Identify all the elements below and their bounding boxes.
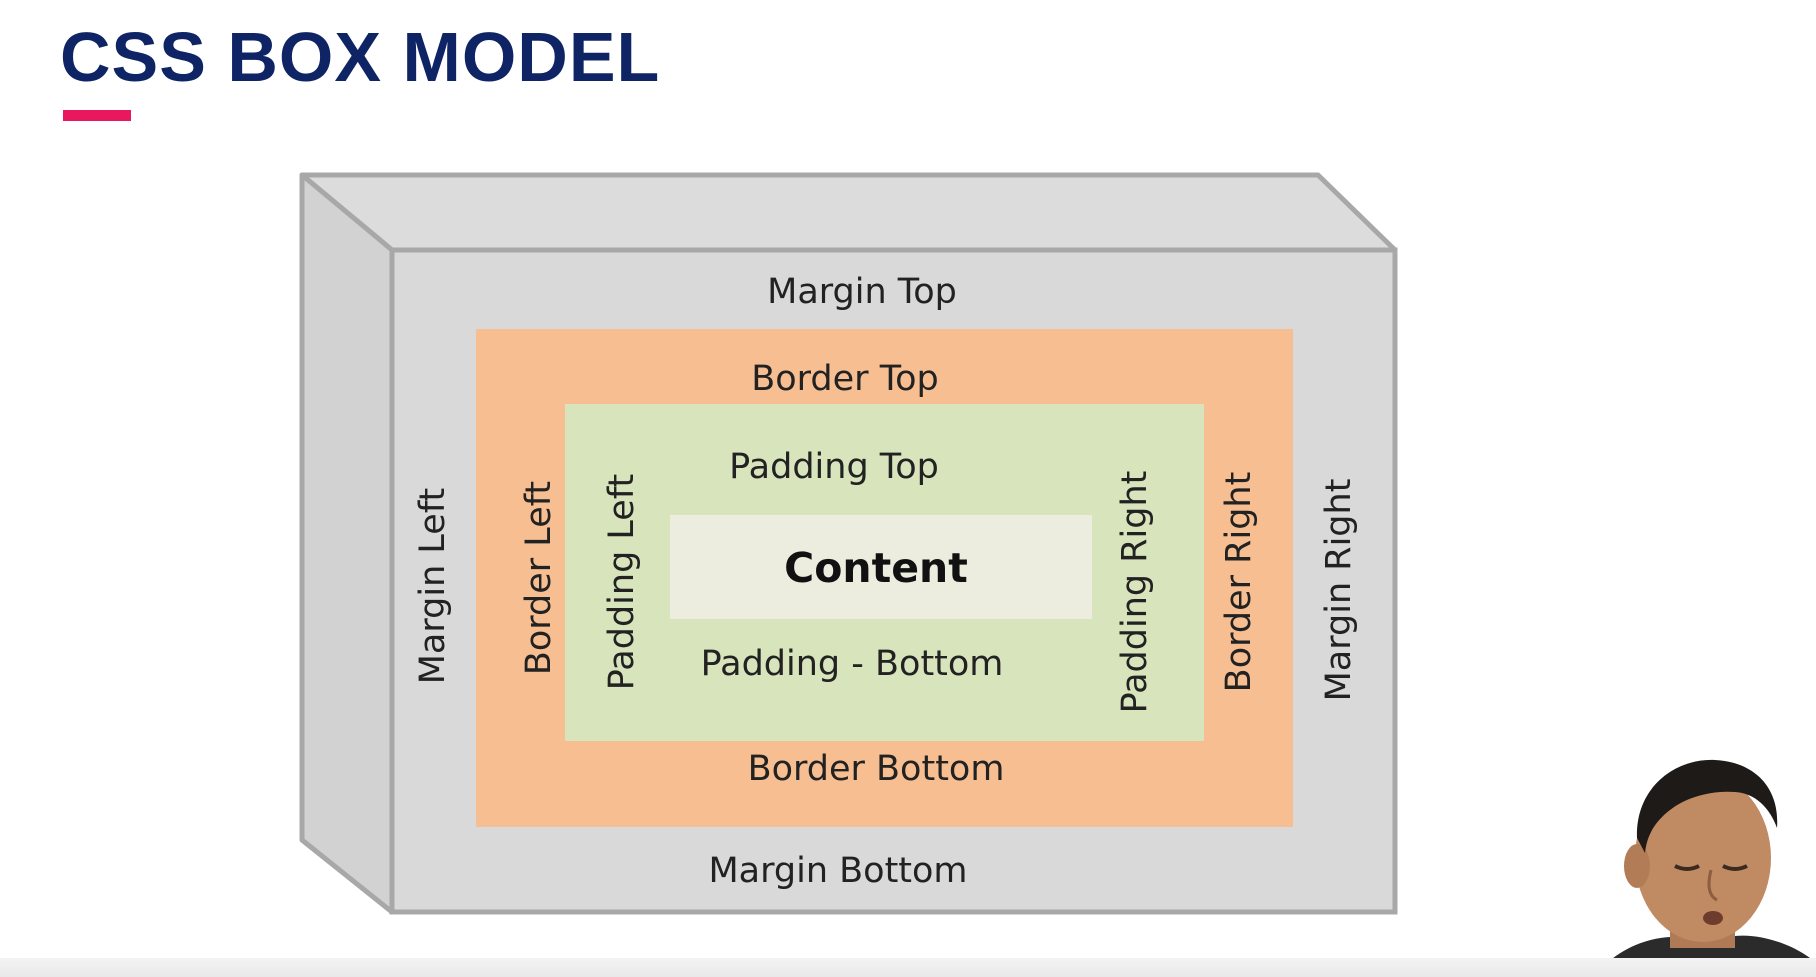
border-right-label: Border Right — [1219, 472, 1259, 693]
padding-right-label: Padding Right — [1115, 471, 1155, 714]
margin-top-label: Margin Top — [767, 272, 957, 312]
margin-bottom-label: Margin Bottom — [708, 851, 967, 891]
padding-bottom-label: Padding - Bottom — [701, 644, 1004, 684]
margin-box-top-face — [299, 172, 1398, 253]
content-label: Content — [784, 544, 968, 592]
margin-box-side-face — [299, 172, 395, 915]
video-bottom-bar — [0, 958, 1816, 977]
padding-left-label: Padding Left — [602, 474, 642, 691]
margin-left-label: Margin Left — [413, 488, 453, 685]
slide-title: CSS BOX MODEL — [60, 18, 661, 96]
content-box — [670, 515, 1092, 619]
title-accent-underline — [63, 110, 131, 121]
presenter-webcam-icon — [1585, 748, 1816, 977]
border-top-label: Border Top — [751, 359, 939, 399]
margin-right-label: Margin Right — [1319, 479, 1359, 702]
padding-top-label: Padding Top — [729, 447, 939, 487]
border-bottom-label: Border Bottom — [748, 749, 1005, 789]
border-left-label: Border Left — [519, 481, 559, 675]
